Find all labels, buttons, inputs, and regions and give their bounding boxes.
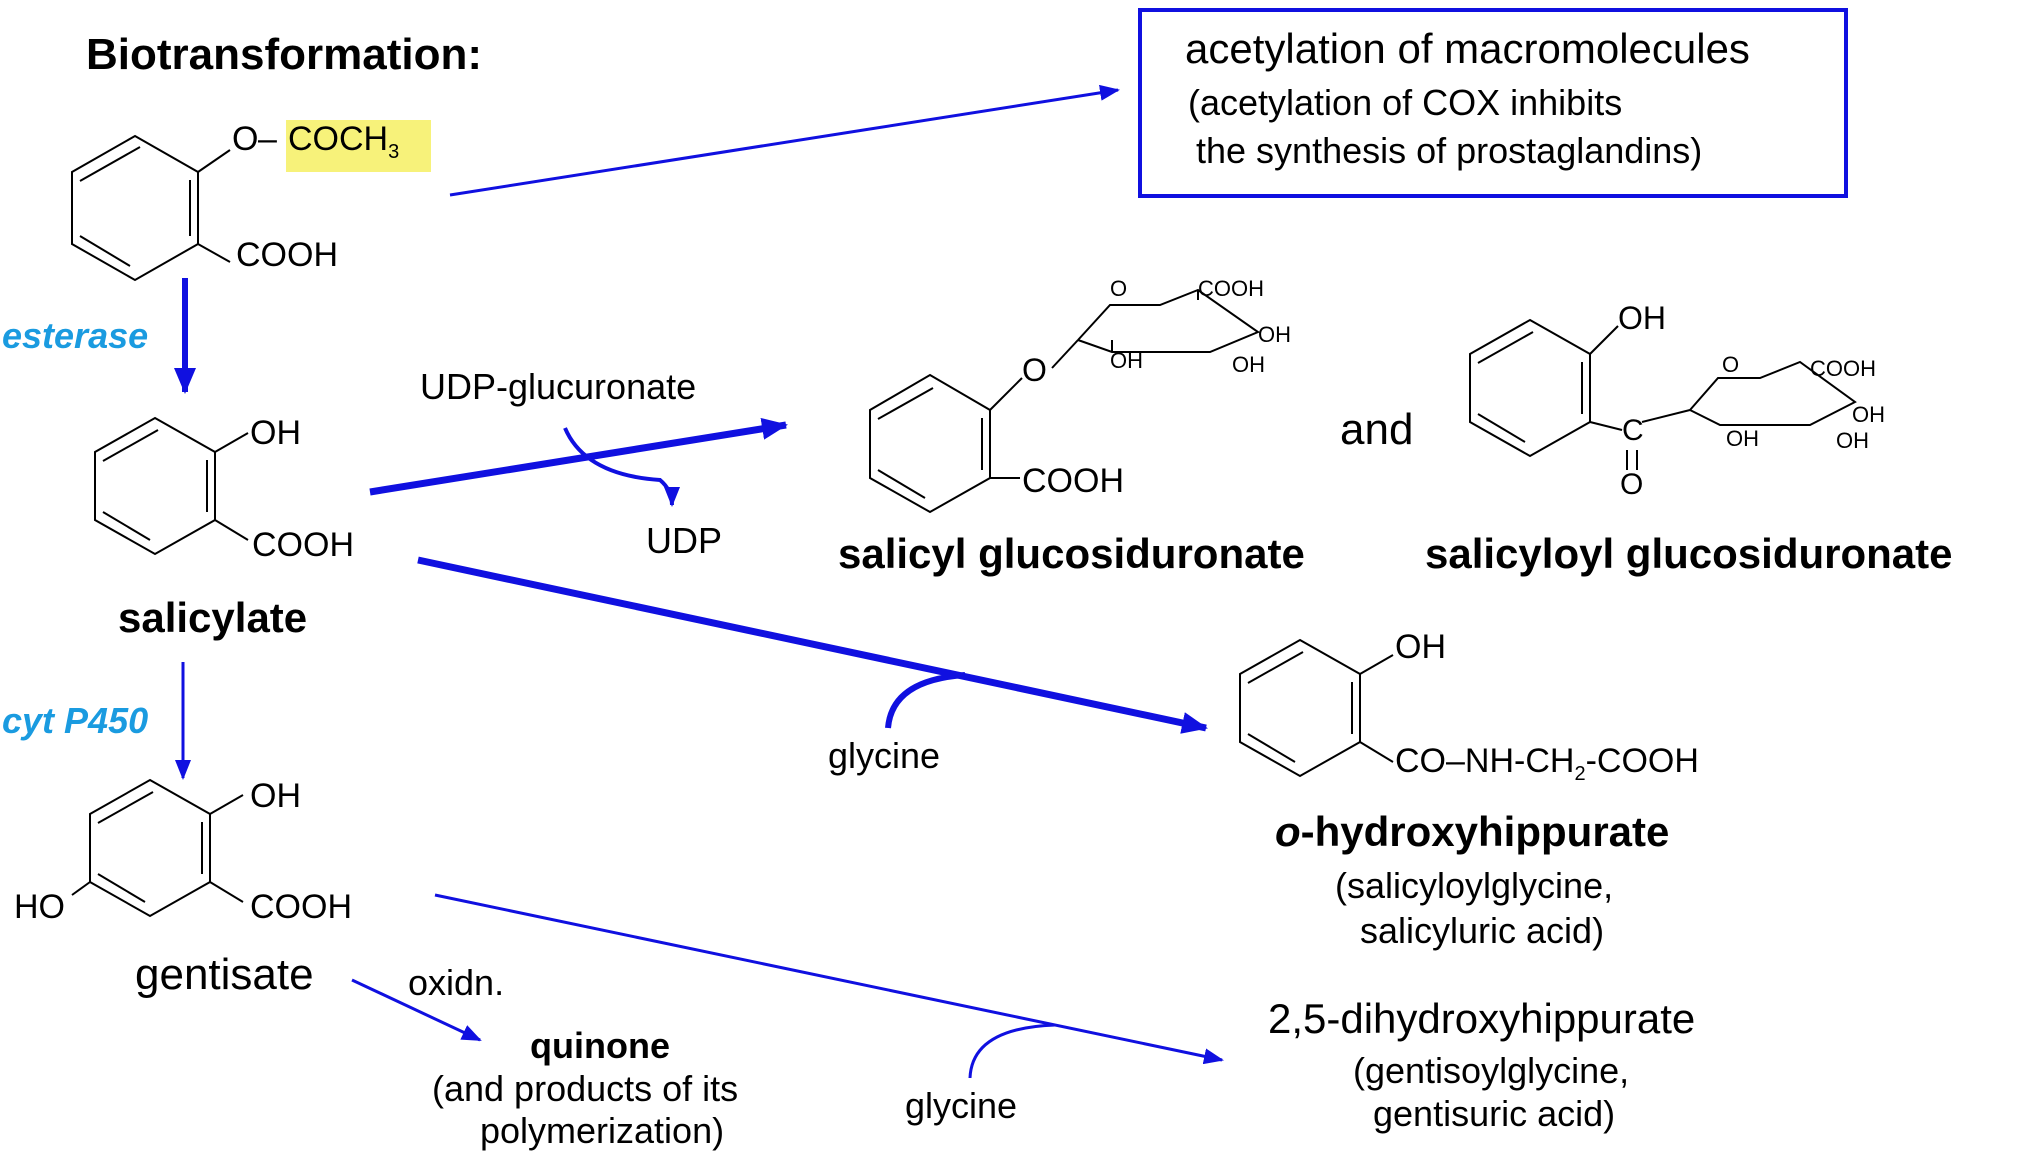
hippurate-structure (1239, 638, 1394, 778)
salicyloyl-gluc-ring-o: O (1722, 352, 1740, 377)
salicyl-glucosiduronate-structure (869, 288, 1261, 514)
arrow-glycine-1 (885, 672, 966, 729)
arrow-to-hippurate (417, 556, 1208, 734)
arrow-udp-side (563, 427, 680, 507)
arrow-to-acetylation (449, 84, 1120, 197)
cyp450-label: cyt P450 (2, 700, 149, 741)
salicyloyl-gluc-oh2: OH (1726, 426, 1759, 451)
aspirin-structure (71, 134, 231, 282)
quinone-name: quinone (530, 1025, 670, 1066)
hippurate-name: o-hydroxyhippurate (1275, 808, 1669, 856)
quinone-line2: (and products of its (432, 1068, 739, 1109)
salicyl-glucosiduronate-name: salicyl glucosiduronate (838, 530, 1305, 577)
dihydroxyhippurate-alt1: (gentisoylglycine, (1353, 1050, 1630, 1091)
oxidn-label: oxidn. (408, 962, 505, 1003)
gentisate-structure (71, 778, 244, 918)
hippurate-alt-line2: salicyluric acid) (1360, 910, 1605, 951)
arrow-to-glucuronides (369, 417, 788, 496)
salicylate-structure (94, 416, 249, 556)
hippurate-chain-text: CO–NH-CH (1395, 742, 1575, 780)
salicyloyl-gluc-oh-top: OH (1618, 300, 1666, 336)
salicyl-gluc-ring-o: O (1110, 276, 1128, 301)
hippurate-oh-label: OH (1395, 628, 1446, 666)
glycine-label-1: glycine (828, 735, 941, 776)
udp-glucuronate-label: UDP-glucuronate (420, 366, 697, 407)
gentisate-ho-label: HO (14, 888, 65, 926)
salicyloyl-glucosiduronate-structure (1469, 318, 1857, 470)
gentisate-oh-label: OH (250, 777, 301, 815)
salicyloyl-gluc-c-label: C (1622, 414, 1644, 447)
and-label: and (1340, 405, 1414, 454)
dihydroxyhippurate-alt2: gentisuric acid) (1373, 1093, 1616, 1134)
hippurate-alt-line1: (salicyloylglycine, (1335, 865, 1614, 906)
salicyl-gluc-oh2: OH (1110, 348, 1143, 373)
hippurate-chain-subscript: 2 (1574, 762, 1586, 785)
salicyloyl-gluc-o-dbl: O (1620, 468, 1644, 501)
acetyl-text: COCH (288, 120, 389, 158)
salicyl-gluc-oh1: OH (1258, 322, 1291, 347)
diagram-title: Biotransformation: (86, 30, 482, 79)
acetyl-subscript: 3 (388, 140, 400, 163)
udp-label: UDP (646, 520, 723, 561)
esterase-label: esterase (2, 315, 149, 356)
hippurate-name-italic: o (1275, 808, 1301, 855)
hippurate-chain-label: CO–NH-CH2-COOH (1395, 742, 1699, 786)
gentisate-cooh-label: COOH (250, 888, 352, 926)
salicyl-gluc-o-label: O (1022, 352, 1047, 388)
dihydroxyhippurate-name: 2,5-dihydroxyhippurate (1268, 995, 1696, 1042)
hippurate-chain-end: -COOH (1585, 742, 1699, 780)
arrow-to-dihydroxyhippurate (434, 893, 1224, 1065)
acetylation-line1: acetylation of macromolecules (1185, 25, 1750, 72)
acetylation-box (1138, 8, 1848, 198)
salicyloyl-gluc-oh1: OH (1852, 402, 1885, 427)
arrow-to-quinone (351, 978, 482, 1042)
gentisate-name: gentisate (135, 950, 314, 999)
salicyloyl-gluc-cooh: COOH (1810, 356, 1876, 381)
salicylate-cooh-label: COOH (252, 526, 354, 564)
aspirin-bond-dash: – (258, 120, 277, 158)
salicyl-gluc-cooh-label: COOH (1022, 462, 1124, 500)
aspirin-acetyl-label: COCH3 (288, 120, 399, 164)
acetylation-line3: the synthesis of prostaglandins) (1196, 130, 1703, 171)
salicyloyl-gluc-oh3: OH (1836, 428, 1869, 453)
salicyl-gluc-oh3: OH (1232, 352, 1265, 377)
salicylate-name: salicylate (118, 594, 308, 641)
quinone-line3: polymerization) (480, 1110, 725, 1151)
salicyl-gluc-ring-cooh: COOH (1198, 276, 1264, 301)
acetyl-highlight (286, 120, 431, 172)
hippurate-name-rest: -hydroxyhippurate (1300, 808, 1670, 855)
arrow-glycine-2 (968, 1023, 1056, 1079)
salicyloyl-glucosiduronate-name: salicyloyl glucosiduronate (1425, 530, 1953, 577)
salicylate-oh-label: OH (250, 414, 301, 452)
aspirin-o-label: O (232, 120, 259, 158)
aspirin-cooh-label: COOH (236, 236, 338, 274)
acetylation-line2: (acetylation of COX inhibits (1188, 82, 1623, 123)
glycine-label-2: glycine (905, 1085, 1018, 1126)
